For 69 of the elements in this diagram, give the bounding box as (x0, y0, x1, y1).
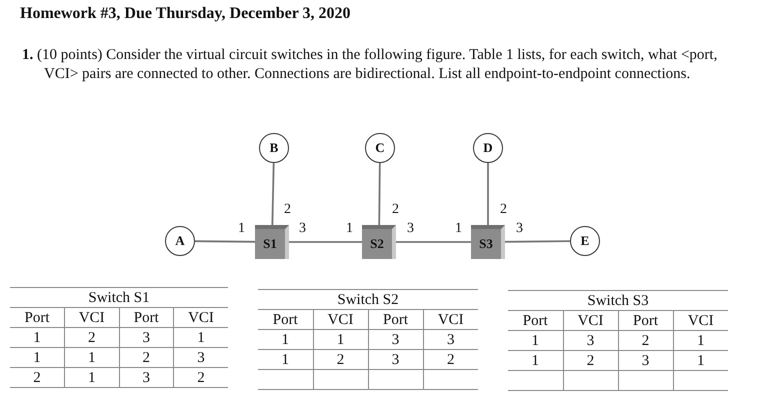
table-value: 3 (392, 332, 400, 348)
column-header: Port (382, 312, 408, 328)
link-line (271, 162, 275, 226)
host-circle: B (259, 133, 289, 163)
link-line (289, 241, 362, 243)
table-value: 2 (88, 330, 96, 346)
column-header: VCI (188, 310, 214, 326)
table-value: 2 (197, 370, 205, 386)
table-value: 1 (197, 330, 205, 346)
column-header: Port (24, 310, 50, 326)
table-value: 1 (532, 352, 539, 368)
port-number: 1 (455, 222, 462, 236)
table-value: 3 (447, 332, 454, 348)
table-value: 1 (282, 352, 289, 368)
switch-cube: S1 (255, 225, 289, 259)
question-text: 1. (10 points) Consider the virtual circuit switches in the following figure. Table 1 lists, for each switch, what <port, VCI> pairs are connected to other. Connections are bidirectional. List all endpoint-to-endpoint connections. (22, 46, 718, 84)
table-value: 3 (142, 330, 150, 346)
heading: Homework #3, Due Thursday, December 3, 2020 (20, 5, 351, 23)
host-circle: C (365, 133, 395, 163)
host-circle: D (473, 133, 503, 163)
table-value: 2 (336, 352, 344, 368)
port-number: 2 (392, 203, 399, 217)
table-value: 2 (33, 370, 41, 386)
port-number: 3 (299, 222, 306, 236)
table-value: 2 (642, 332, 650, 348)
table-value: 1 (88, 350, 96, 366)
table-value: 3 (142, 370, 150, 386)
port-number: 2 (284, 203, 291, 217)
column-header: VCI (78, 310, 105, 326)
table-title: Switch S3 (587, 292, 649, 308)
link-line (378, 163, 381, 225)
table-title: Switch S1 (88, 290, 150, 306)
link-line (195, 240, 255, 243)
link-line (396, 241, 471, 243)
port-number: 2 (500, 203, 507, 217)
table-value: 3 (197, 350, 205, 366)
table-value: 1 (33, 350, 41, 366)
table-value: 1 (336, 332, 344, 348)
port-number: 3 (407, 222, 414, 236)
column-header: Port (272, 312, 298, 328)
column-header: VCI (578, 312, 604, 328)
port-number: 1 (346, 222, 353, 236)
table-value: 3 (392, 352, 400, 368)
link-line (505, 240, 570, 243)
port-number: 3 (516, 222, 523, 236)
host-circle: E (570, 226, 600, 256)
host-circle: A (165, 226, 195, 256)
switch-cube: S2 (362, 225, 396, 259)
table-value: 3 (642, 352, 650, 368)
table-title: Switch S2 (337, 292, 399, 308)
column-header: Port (522, 312, 548, 328)
table-value: 2 (586, 352, 594, 368)
column-header: VCI (328, 312, 354, 328)
table-value: 1 (697, 352, 704, 368)
table-value: 1 (88, 370, 96, 386)
table-value: 1 (532, 332, 539, 348)
table-value: 1 (697, 332, 704, 348)
table-value: 3 (586, 332, 594, 348)
table-value: 1 (33, 330, 41, 346)
switch-cube: S3 (471, 225, 505, 259)
table-value: 2 (447, 352, 454, 368)
table-value: 2 (142, 350, 150, 366)
port-number: 1 (238, 222, 245, 236)
column-header: Port (632, 312, 658, 328)
column-header: VCI (438, 312, 464, 328)
table-value: 1 (282, 332, 289, 348)
column-header: VCI (688, 312, 714, 328)
link-line (487, 163, 489, 225)
column-header: Port (134, 310, 159, 326)
